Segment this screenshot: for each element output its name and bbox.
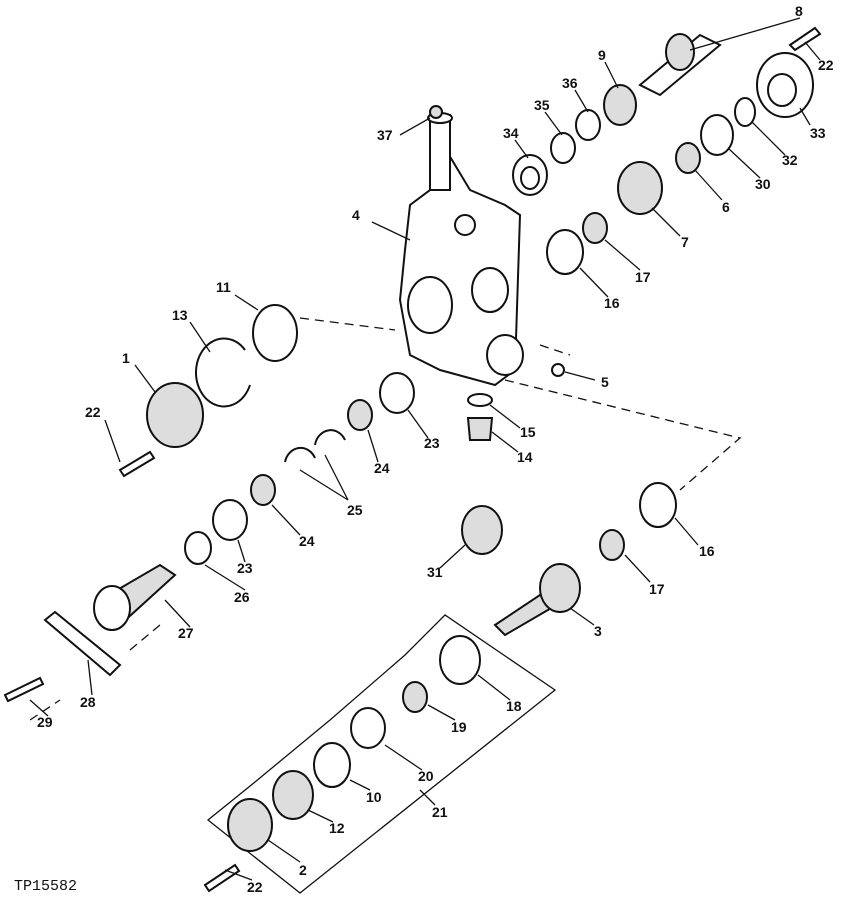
alignment-line bbox=[539, 344, 571, 356]
part-label-1: 1 bbox=[122, 350, 130, 366]
bearing-part bbox=[402, 681, 428, 713]
bearing-cup-part bbox=[639, 482, 677, 528]
part-label-31: 31 bbox=[427, 564, 443, 580]
gear-part bbox=[539, 563, 581, 613]
part-label-24: 24 bbox=[299, 533, 315, 549]
part-label-8: 8 bbox=[795, 3, 803, 19]
gear-part bbox=[617, 161, 663, 215]
part-label-18: 18 bbox=[506, 698, 522, 714]
part-label-32: 32 bbox=[782, 152, 798, 168]
part-label-37: 37 bbox=[377, 127, 393, 143]
shaft-part bbox=[93, 585, 131, 631]
part-label-19: 19 bbox=[451, 719, 467, 735]
part-label-14: 14 bbox=[517, 449, 533, 465]
figure-code: TP15582 bbox=[14, 878, 77, 895]
part-label-11: 11 bbox=[216, 279, 231, 295]
alignment-line bbox=[299, 317, 742, 491]
retainer-part bbox=[734, 97, 756, 127]
part-label-29: 29 bbox=[37, 714, 53, 730]
part-label-35: 35 bbox=[534, 97, 550, 113]
fitting-part bbox=[466, 417, 494, 441]
plug-part bbox=[429, 105, 443, 119]
part-label-9: 9 bbox=[598, 47, 606, 63]
part-label-25: 25 bbox=[347, 502, 363, 518]
part-label-21: 21 bbox=[432, 804, 448, 820]
part-label-12: 12 bbox=[329, 820, 345, 836]
housing-part bbox=[398, 112, 524, 387]
bearing-cup-part bbox=[439, 635, 481, 685]
snap-ring-part bbox=[575, 109, 601, 141]
bearing-part bbox=[582, 212, 608, 244]
bearing-cup-part bbox=[212, 499, 248, 541]
snap-ring-part bbox=[550, 132, 576, 164]
shaft-part bbox=[638, 33, 722, 97]
part-label-13: 13 bbox=[172, 307, 188, 323]
part-label-6: 6 bbox=[722, 199, 730, 215]
bolt-part bbox=[3, 676, 45, 703]
part-label-27: 27 bbox=[178, 625, 194, 641]
snap-ring-part bbox=[284, 446, 316, 463]
plug-part bbox=[551, 363, 565, 377]
gasket-part bbox=[194, 337, 251, 408]
bearing-cup-part bbox=[520, 166, 540, 190]
bearing-part bbox=[250, 474, 276, 506]
part-label-23: 23 bbox=[424, 435, 440, 451]
part-label-34: 34 bbox=[503, 125, 519, 141]
part-label-28: 28 bbox=[80, 694, 96, 710]
cover-part bbox=[146, 382, 204, 448]
part-label-15: 15 bbox=[520, 424, 536, 440]
bolt-part bbox=[118, 450, 156, 478]
part-label-17: 17 bbox=[649, 581, 665, 597]
bolt-part bbox=[203, 863, 241, 893]
bearing-part bbox=[599, 529, 625, 561]
part-label-22: 22 bbox=[85, 404, 101, 420]
part-label-3: 3 bbox=[594, 623, 602, 639]
group-bracket bbox=[206, 614, 557, 894]
bearing-part bbox=[675, 142, 701, 174]
leader-lines bbox=[29, 17, 821, 881]
part-label-2: 2 bbox=[299, 862, 307, 878]
part-label-36: 36 bbox=[562, 75, 578, 91]
ring-part bbox=[184, 531, 212, 565]
bolt-part bbox=[788, 26, 822, 52]
part-label-16: 16 bbox=[604, 295, 620, 311]
part-label-17: 17 bbox=[635, 269, 651, 285]
bearing-cup-part bbox=[379, 372, 415, 414]
part-label-20: 20 bbox=[418, 768, 434, 784]
part-label-22: 22 bbox=[247, 879, 263, 895]
cover-part bbox=[756, 52, 814, 118]
bearing-part bbox=[603, 84, 637, 126]
gear-part bbox=[461, 505, 503, 555]
cover-part bbox=[227, 798, 273, 852]
snap-ring-part bbox=[314, 429, 346, 446]
part-label-22: 22 bbox=[818, 57, 834, 73]
bearing-cup-part bbox=[350, 707, 386, 749]
part-label-26: 26 bbox=[234, 589, 250, 605]
plate-part bbox=[43, 610, 122, 677]
part-label-30: 30 bbox=[755, 176, 771, 192]
bearing-cup-part bbox=[700, 114, 734, 156]
washer-part bbox=[467, 393, 493, 407]
part-label-24: 24 bbox=[374, 460, 390, 476]
part-label-4: 4 bbox=[352, 207, 360, 223]
bearing-part bbox=[347, 399, 373, 431]
part-label-10: 10 bbox=[366, 789, 382, 805]
part-label-7: 7 bbox=[681, 234, 689, 250]
part-label-16: 16 bbox=[699, 543, 715, 559]
o-ring-part bbox=[313, 742, 351, 788]
part-label-5: 5 bbox=[601, 374, 609, 390]
retainer-part bbox=[272, 770, 314, 820]
alignment-line bbox=[29, 624, 161, 721]
part-label-23: 23 bbox=[237, 560, 253, 576]
bearing-cup-part bbox=[546, 229, 584, 275]
o-ring-part bbox=[252, 304, 298, 362]
part-label-33: 33 bbox=[810, 125, 826, 141]
